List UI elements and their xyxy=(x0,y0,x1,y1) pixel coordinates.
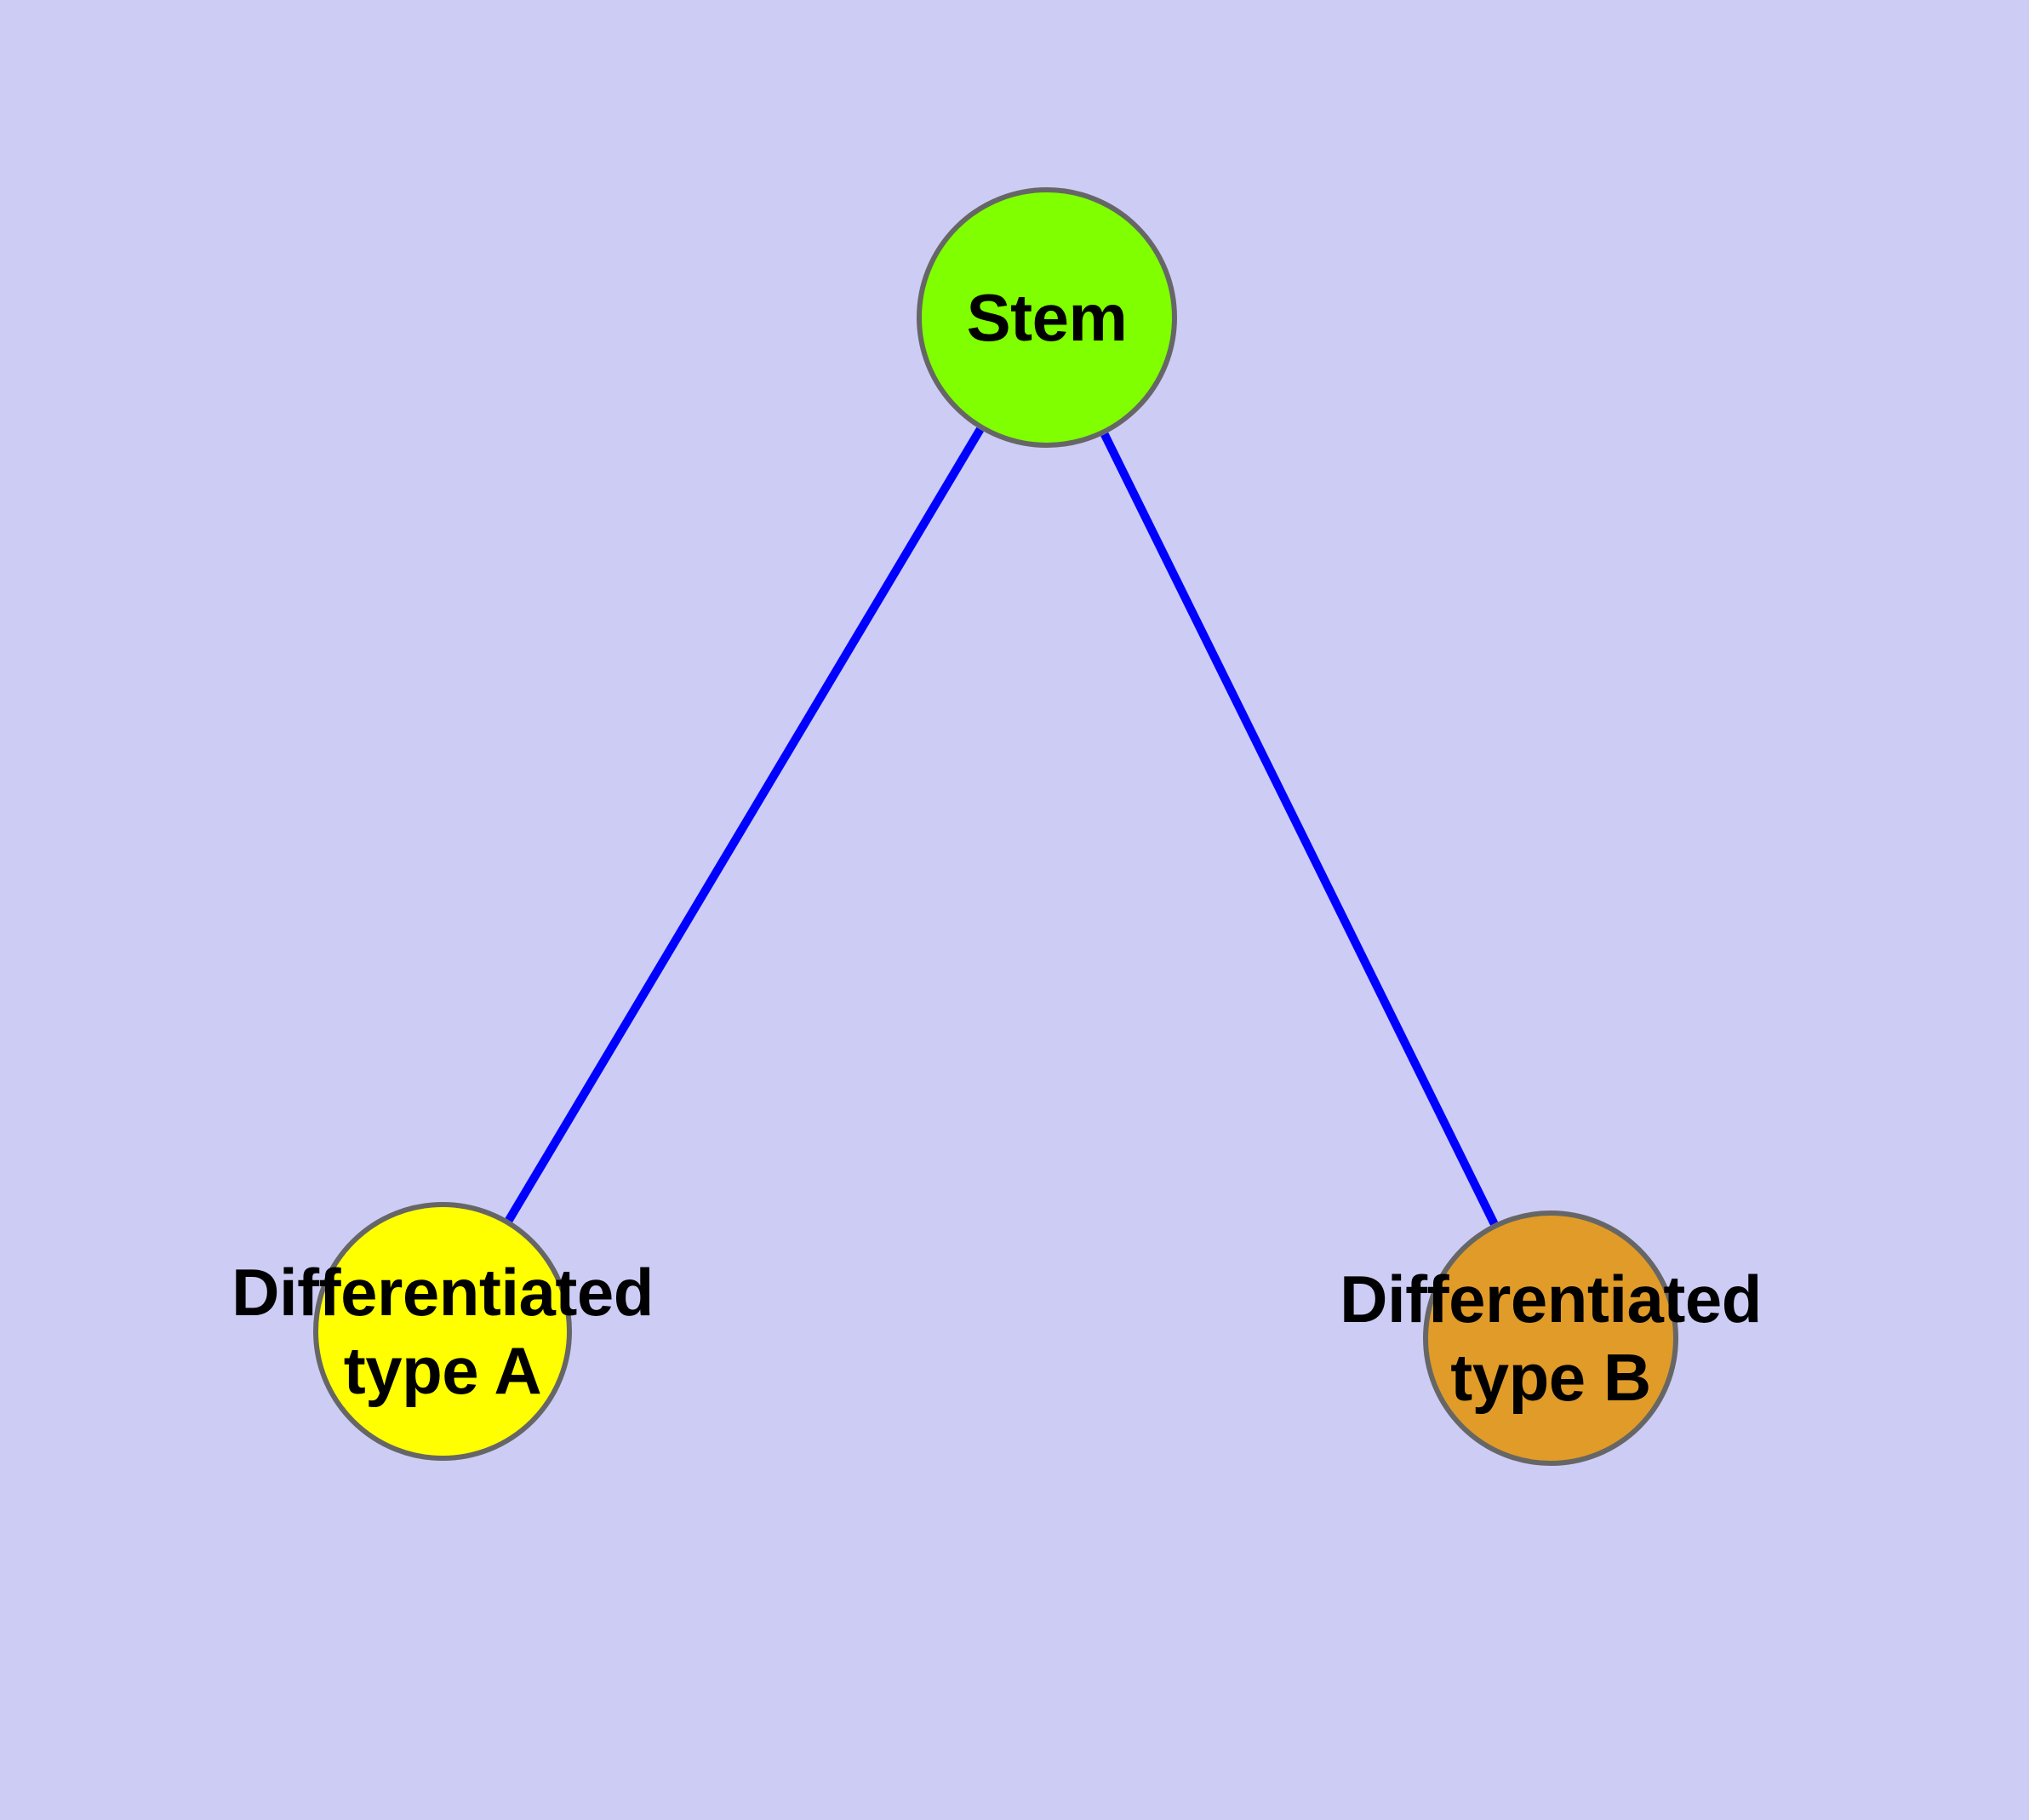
graph-node-diff_b[interactable] xyxy=(1423,1210,1678,1466)
graph-edge-stem-to-diff-a[interactable] xyxy=(505,426,984,1222)
graph-edge-stem-to-diff-b[interactable] xyxy=(1100,432,1499,1226)
node-layer xyxy=(313,187,1678,1466)
graph-node-diff_a[interactable] xyxy=(313,1202,572,1461)
edge-layer xyxy=(505,426,1499,1226)
graph-node-stem[interactable] xyxy=(917,187,1177,448)
